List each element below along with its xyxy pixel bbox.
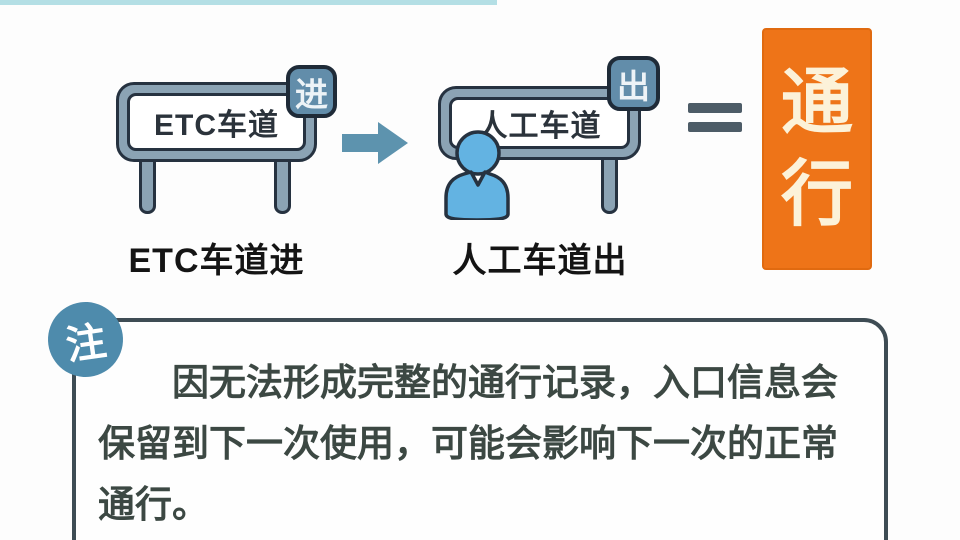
etc-gantry-caption: ETC车道进 [128,242,305,280]
exit-badge: 出 [607,56,660,111]
equals-icon [688,103,742,134]
etc-lane-sign: ETC车道 [127,93,306,151]
enter-badge-text: 进 [295,75,328,113]
note-box: 因无法形成完整的通行记录，入口信息会 保留到下一次使用，可能会影响下一次的正常 … [72,318,888,540]
manual-gantry-caption: 人工车道出 [452,242,628,280]
note-badge-text: 注 [63,318,109,369]
etc-gantry-frame: ETC车道 [116,82,317,162]
etc-gantry-left-leg [139,156,156,214]
manual-lane-sign: 人工车道 [449,97,630,149]
note-line-1: 因无法形成完整的通行记录，入口信息会 [172,362,838,403]
exit-badge-text: 出 [617,67,650,105]
arrow-right-icon [342,122,408,164]
manual-gantry-right-leg [601,154,618,214]
manual-lane-sign-text: 人工车道 [477,110,602,143]
pass-char-2: 行 [780,155,853,235]
enter-badge: 进 [286,65,337,118]
etc-gantry-right-leg [274,156,291,214]
pass-result-box: 通 行 [762,28,872,270]
equals-bar-top [688,103,742,113]
etc-lane-sign-text: ETC车道 [154,109,279,142]
pass-char-1: 通 [780,63,853,143]
note-line-2: 保留到下一次使用，可能会影响下一次的正常 [98,423,838,464]
person-icon [444,130,510,220]
equals-bar-bottom [688,122,742,132]
decorative-top-line [0,0,497,5]
note-line-3: 通行。 [98,484,209,525]
